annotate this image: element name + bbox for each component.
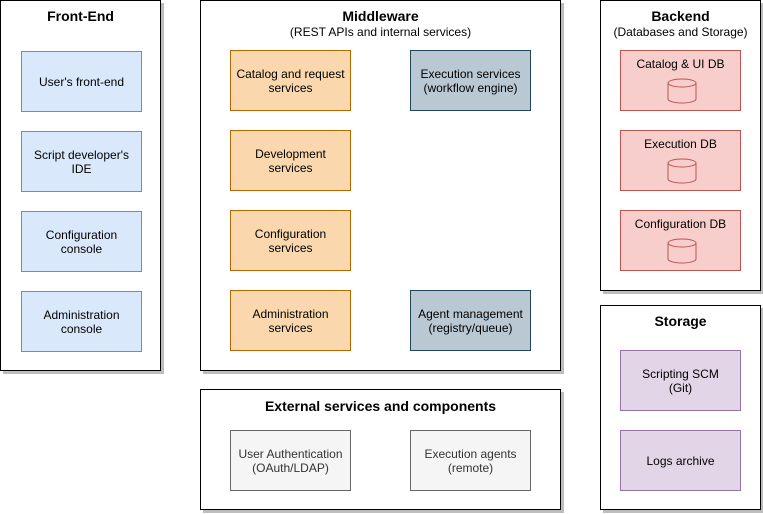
database-icon [667,238,697,264]
external-title: External services and components [264,398,497,414]
administration-services-box[interactable]: Administration services [230,290,351,351]
backend-subtitle: (Databases and Storage) [613,25,748,39]
execution-db-box[interactable]: Execution DB [620,130,741,191]
configuration-db-label: Configuration DB [634,217,727,231]
execution-db-label: Execution DB [644,137,717,151]
agent-management-box[interactable]: Agent management (registry/queue) [410,290,531,351]
storage-panel: Storage Scripting SCM (Git) Logs archive [600,305,761,510]
frontend-ide-box[interactable]: Script developer's IDE [21,131,142,192]
catalog-db-label: Catalog & UI DB [636,57,725,71]
configuration-services-box[interactable]: Configuration services [230,210,351,271]
user-authentication-box[interactable]: User Authentication (OAuth/LDAP) [230,430,351,491]
frontend-user-box[interactable]: User's front-end [21,51,142,112]
middleware-panel: Middleware (REST APIs and internal servi… [200,0,561,371]
database-icon [667,78,697,104]
development-services-box[interactable]: Development services [230,130,351,191]
configuration-db-box[interactable]: Configuration DB [620,210,741,271]
frontend-panel: Front-End User's front-end Script develo… [0,0,161,371]
backend-title: Backend [651,8,710,24]
catalog-services-box[interactable]: Catalog and request services [230,50,351,111]
backend-panel: Backend (Databases and Storage) Catalog … [600,0,761,291]
execution-agents-box[interactable]: Execution agents (remote) [410,430,531,491]
logs-archive-box[interactable]: Logs archive [620,430,741,491]
catalog-db-box[interactable]: Catalog & UI DB [620,50,741,111]
frontend-admin-console-box[interactable]: Administration console [21,291,142,352]
execution-services-box[interactable]: Execution services (workflow engine) [410,50,531,111]
scripting-scm-box[interactable]: Scripting SCM (Git) [620,350,741,411]
middleware-subtitle: (REST APIs and internal services) [289,25,472,39]
middleware-title: Middleware [342,8,419,24]
external-panel: External services and components User Au… [200,389,561,510]
frontend-title: Front-End [47,8,114,24]
database-icon [667,158,697,184]
frontend-config-console-box[interactable]: Configuration console [21,211,142,272]
storage-title: Storage [654,313,707,329]
